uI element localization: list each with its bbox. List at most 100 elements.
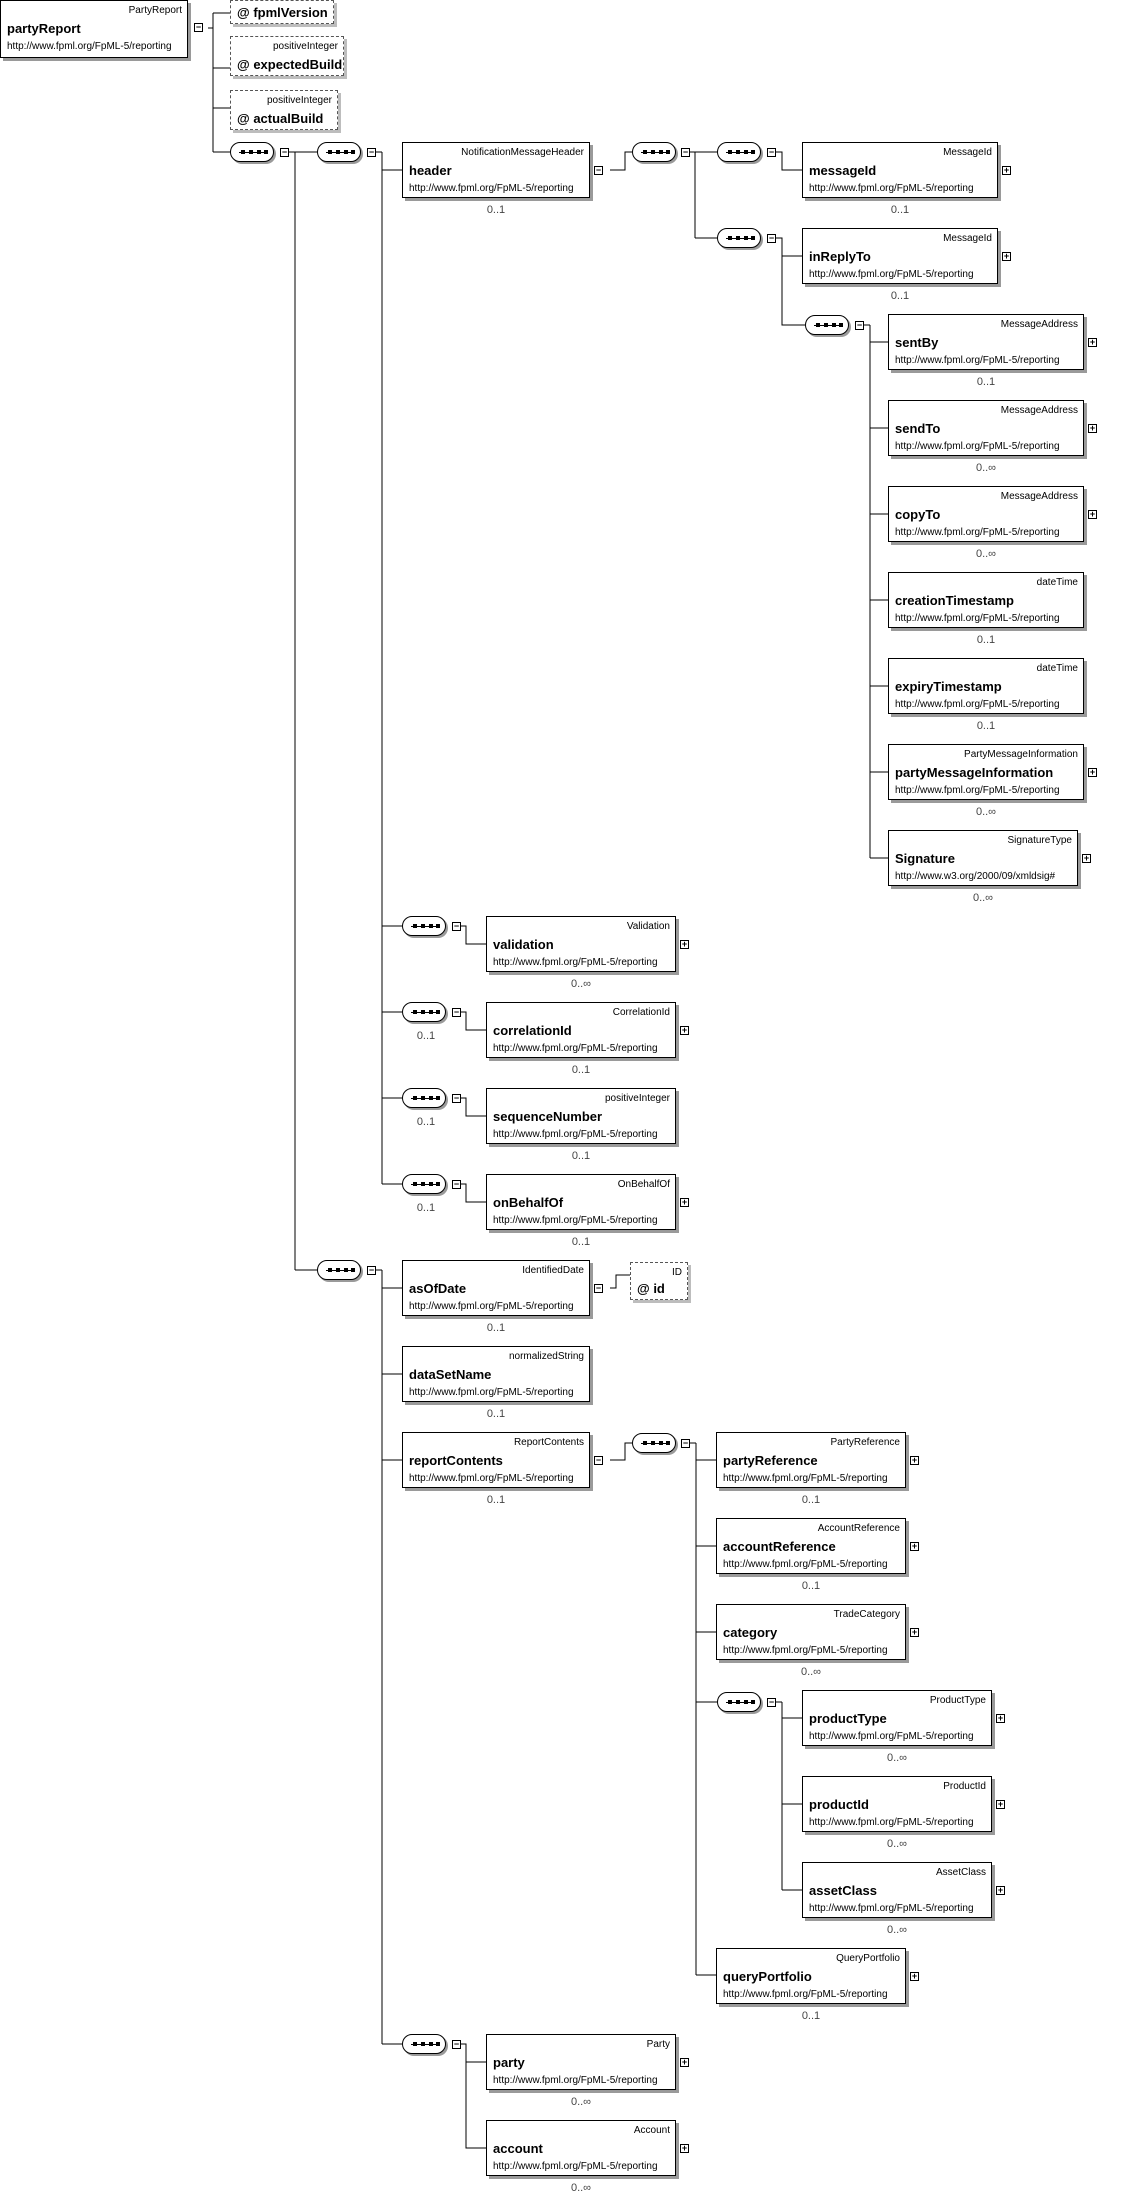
collapse-toggle-icon[interactable]: − bbox=[594, 165, 603, 175]
cardinality-label: 0..∞ bbox=[975, 806, 997, 818]
sequence-compositor-icon[interactable] bbox=[717, 142, 761, 162]
sequence-compositor-icon[interactable] bbox=[402, 1002, 446, 1022]
sequence-compositor-icon[interactable] bbox=[717, 1692, 761, 1712]
attribute-fpmlVersion[interactable]: @ fpmlVersion bbox=[230, 0, 334, 24]
attribute-expectedBuild[interactable]: positiveInteger @ expectedBuild bbox=[230, 36, 344, 76]
expand-toggle-icon[interactable]: + bbox=[910, 1541, 919, 1551]
collapse-toggle-icon[interactable]: − bbox=[194, 22, 203, 32]
element-name: reportContents bbox=[409, 1453, 503, 1468]
sequence-compositor-icon[interactable] bbox=[402, 2034, 446, 2054]
expand-toggle-icon[interactable]: + bbox=[910, 1971, 919, 1981]
attribute-icon: @ bbox=[237, 111, 250, 126]
collapse-toggle-icon[interactable]: − bbox=[367, 1265, 376, 1275]
expand-toggle-icon[interactable]: + bbox=[680, 2143, 689, 2153]
element-name: partyMessageInformation bbox=[895, 765, 1054, 780]
collapse-toggle-icon[interactable]: − bbox=[452, 1093, 461, 1103]
type-label: MessageAddress bbox=[1000, 319, 1078, 330]
expand-toggle-icon[interactable]: + bbox=[1088, 509, 1097, 519]
cardinality-label: 0..1 bbox=[890, 204, 910, 216]
attribute-icon: @ bbox=[637, 1281, 650, 1296]
expand-toggle-icon[interactable]: + bbox=[1002, 251, 1011, 261]
collapse-toggle-icon[interactable]: − bbox=[681, 1438, 690, 1448]
cardinality-label: 0..1 bbox=[486, 204, 506, 216]
collapse-toggle-icon[interactable]: − bbox=[367, 147, 376, 157]
expand-toggle-icon[interactable]: + bbox=[996, 1885, 1005, 1895]
collapse-toggle-icon[interactable]: − bbox=[452, 2039, 461, 2049]
cardinality-label: 0..1 bbox=[571, 1150, 591, 1162]
collapse-toggle-icon[interactable]: − bbox=[280, 147, 289, 157]
collapse-toggle-icon[interactable]: − bbox=[855, 320, 864, 330]
sequence-compositor-icon[interactable] bbox=[805, 315, 849, 335]
expand-toggle-icon[interactable]: + bbox=[996, 1799, 1005, 1809]
attribute-actualBuild[interactable]: positiveInteger @ actualBuild bbox=[230, 90, 338, 130]
expand-toggle-icon[interactable]: + bbox=[996, 1713, 1005, 1723]
expand-toggle-icon[interactable]: + bbox=[910, 1627, 919, 1637]
type-label: ID bbox=[672, 1267, 682, 1278]
namespace-label: http://www.fpml.org/FpML-5/reporting bbox=[723, 1645, 888, 1656]
expand-toggle-icon[interactable]: + bbox=[680, 1197, 689, 1207]
collapse-toggle-icon[interactable]: − bbox=[452, 1179, 461, 1189]
collapse-toggle-icon[interactable]: − bbox=[594, 1455, 603, 1465]
collapse-toggle-icon[interactable]: − bbox=[681, 147, 690, 157]
element-name: Signature bbox=[895, 851, 955, 866]
collapse-toggle-icon[interactable]: − bbox=[767, 233, 776, 243]
sequence-compositor-icon[interactable] bbox=[230, 142, 274, 162]
sequence-compositor-icon[interactable] bbox=[317, 142, 361, 162]
cardinality-label: 0..1 bbox=[801, 1494, 821, 1506]
type-label: PartyReference bbox=[830, 1437, 900, 1448]
root-element-partyReport[interactable]: PartyReport partyReport http://www.fpml.… bbox=[0, 0, 188, 58]
expand-toggle-icon[interactable]: + bbox=[1082, 853, 1091, 863]
cardinality-label: 0..∞ bbox=[972, 892, 994, 904]
attribute-id[interactable]: ID @ id bbox=[630, 1262, 688, 1300]
collapse-toggle-icon[interactable]: − bbox=[767, 147, 776, 157]
element-name: sendTo bbox=[895, 421, 941, 436]
expand-toggle-icon[interactable]: + bbox=[1088, 337, 1097, 347]
element-name: category bbox=[723, 1625, 778, 1640]
sequence-compositor-icon[interactable] bbox=[317, 1260, 361, 1280]
expand-toggle-icon[interactable]: + bbox=[910, 1455, 919, 1465]
expand-toggle-icon[interactable]: + bbox=[680, 1025, 689, 1035]
sequence-compositor-icon[interactable] bbox=[632, 1433, 676, 1453]
type-label: NotificationMessageHeader bbox=[461, 147, 584, 158]
expand-toggle-icon[interactable]: + bbox=[1088, 767, 1097, 777]
expand-toggle-icon[interactable]: + bbox=[680, 2057, 689, 2067]
collapse-toggle-icon[interactable]: − bbox=[767, 1697, 776, 1707]
sequence-compositor-icon[interactable] bbox=[402, 916, 446, 936]
collapse-toggle-icon[interactable]: − bbox=[594, 1283, 603, 1293]
expand-toggle-icon[interactable]: + bbox=[1002, 165, 1011, 175]
collapse-toggle-icon[interactable]: − bbox=[452, 1007, 461, 1017]
sequence-compositor-icon[interactable] bbox=[632, 142, 676, 162]
expand-toggle-icon[interactable]: + bbox=[680, 939, 689, 949]
sequence-compositor-icon[interactable] bbox=[402, 1174, 446, 1194]
expand-toggle-icon[interactable]: + bbox=[1088, 423, 1097, 433]
sequence-compositor-icon[interactable] bbox=[402, 1088, 446, 1108]
sequence-compositor-icon[interactable] bbox=[717, 228, 761, 248]
collapse-toggle-icon[interactable]: − bbox=[452, 921, 461, 931]
